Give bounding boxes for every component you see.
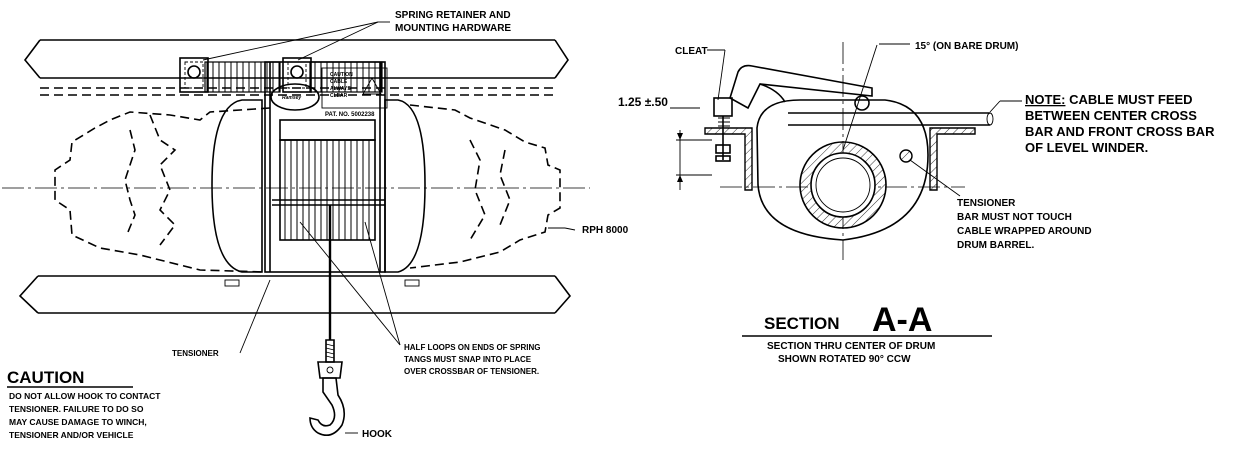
caution-note: CAUTION DO NOT ALLOW HOOK TO CONTACT TEN… — [7, 368, 161, 440]
top-frame-rail — [23, 39, 569, 96]
section-desc-line-2: SHOWN ROTATED 90° CCW — [778, 354, 911, 365]
left-mounting-bracket — [704, 127, 753, 191]
tensioner-note: TENSIONER BAR MUST NOT TOUCH CABLE WRAPP… — [957, 198, 1092, 251]
caution-line-2: TENSIONER. FAILURE TO DO SO — [9, 404, 144, 414]
cleat-label: CLEAT — [675, 46, 708, 57]
note-line-4: OF LEVEL WINDER. — [1025, 140, 1148, 155]
right-drum-flange — [384, 99, 426, 273]
decal-line-2: CABLE — [330, 79, 348, 85]
caution-line-3: MAY CAUSE DAMAGE TO WINCH, — [9, 417, 147, 427]
decal-line-1: CAUTION — [330, 72, 353, 78]
half-loops-line-2: TANGS MUST SNAP INTO PLACE — [404, 355, 532, 364]
spring-coil-left — [204, 61, 281, 93]
angle-label: 15° (ON BARE DRUM) — [915, 41, 1018, 52]
spring-retainer-label-1: SPRING RETAINER AND — [395, 10, 511, 21]
tensioner-note-line-4: DRUM BARREL. — [957, 240, 1034, 251]
dimension-1-25 — [670, 107, 712, 190]
caution-line-1: DO NOT ALLOW HOOK TO CONTACT — [9, 391, 161, 401]
section-desc-line-1: SECTION THRU CENTER OF DRUM — [767, 341, 935, 352]
bottom-frame-rail — [18, 275, 572, 314]
half-loops-line-3: OVER CROSSBAR OF TENSIONER. — [404, 367, 539, 376]
caution-title: CAUTION — [7, 368, 84, 387]
decal-line-4: CLEAR — [330, 93, 348, 99]
left-drum-flange — [211, 99, 263, 273]
cleat-bolt — [713, 97, 733, 162]
section-title: SECTION A-A SECTION THRU CENTER OF DRUM … — [742, 301, 992, 365]
svg-text:NOTE: CABLE MUST FEED: NOTE: CABLE MUST FEED — [1025, 92, 1193, 107]
cable-drum — [279, 139, 376, 241]
spring-retainer-right — [282, 57, 312, 93]
dimension-label: 1.25 ±.50 — [618, 95, 668, 109]
right-mounting-bracket — [929, 127, 976, 191]
note-line-2: BETWEEN CENTER CROSS — [1025, 108, 1197, 123]
caution-line-4: TENSIONER AND/OR VEHICLE — [9, 430, 134, 440]
rph-8000-label: RPH 8000 — [582, 225, 629, 236]
note-line-1: CABLE MUST FEED — [1065, 92, 1192, 107]
section-cable — [788, 112, 994, 126]
svg-text:Ramsey: Ramsey — [282, 95, 301, 101]
gearbox-housing — [409, 104, 561, 269]
tensioner-label: TENSIONER — [172, 349, 219, 358]
drum-flange-outline — [756, 99, 929, 241]
cable-hook — [309, 339, 346, 436]
section-word: SECTION — [764, 314, 840, 333]
level-winder-arm — [729, 64, 873, 111]
half-loops-line-1: HALF LOOPS ON ENDS OF SPRING — [404, 343, 540, 352]
tensioner-note-line-2: BAR MUST NOT TOUCH — [957, 212, 1072, 223]
decal-line-3: ALWAYS — [330, 86, 351, 92]
cable-feed-note: NOTE: CABLE MUST FEED BETWEEN CENTER CRO… — [1025, 92, 1215, 155]
section-view — [670, 42, 1022, 260]
patent-number: PAT. NO. 5002238 — [325, 112, 375, 118]
note-line-3: BAR AND FRONT CROSS BAR — [1025, 124, 1215, 139]
spring-retainer-left — [179, 57, 209, 93]
hook-label: HOOK — [362, 429, 393, 440]
section-identifier: A-A — [872, 301, 932, 339]
tensioner-bar — [899, 149, 913, 163]
tensioner-note-line-1: TENSIONER — [957, 198, 1016, 209]
warning-decal: Ramsey CAUTION CABLE ALWAYS CLEAR PAT. N… — [270, 67, 388, 118]
tensioner-note-line-3: CABLE WRAPPED AROUND — [957, 226, 1092, 237]
spring-retainer-label-2: MOUNTING HARDWARE — [395, 23, 511, 34]
side-view: Ramsey CAUTION CABLE ALWAYS CLEAR PAT. N… — [2, 21, 590, 436]
note-title: NOTE: — [1025, 92, 1065, 107]
motor-housing — [54, 107, 271, 273]
